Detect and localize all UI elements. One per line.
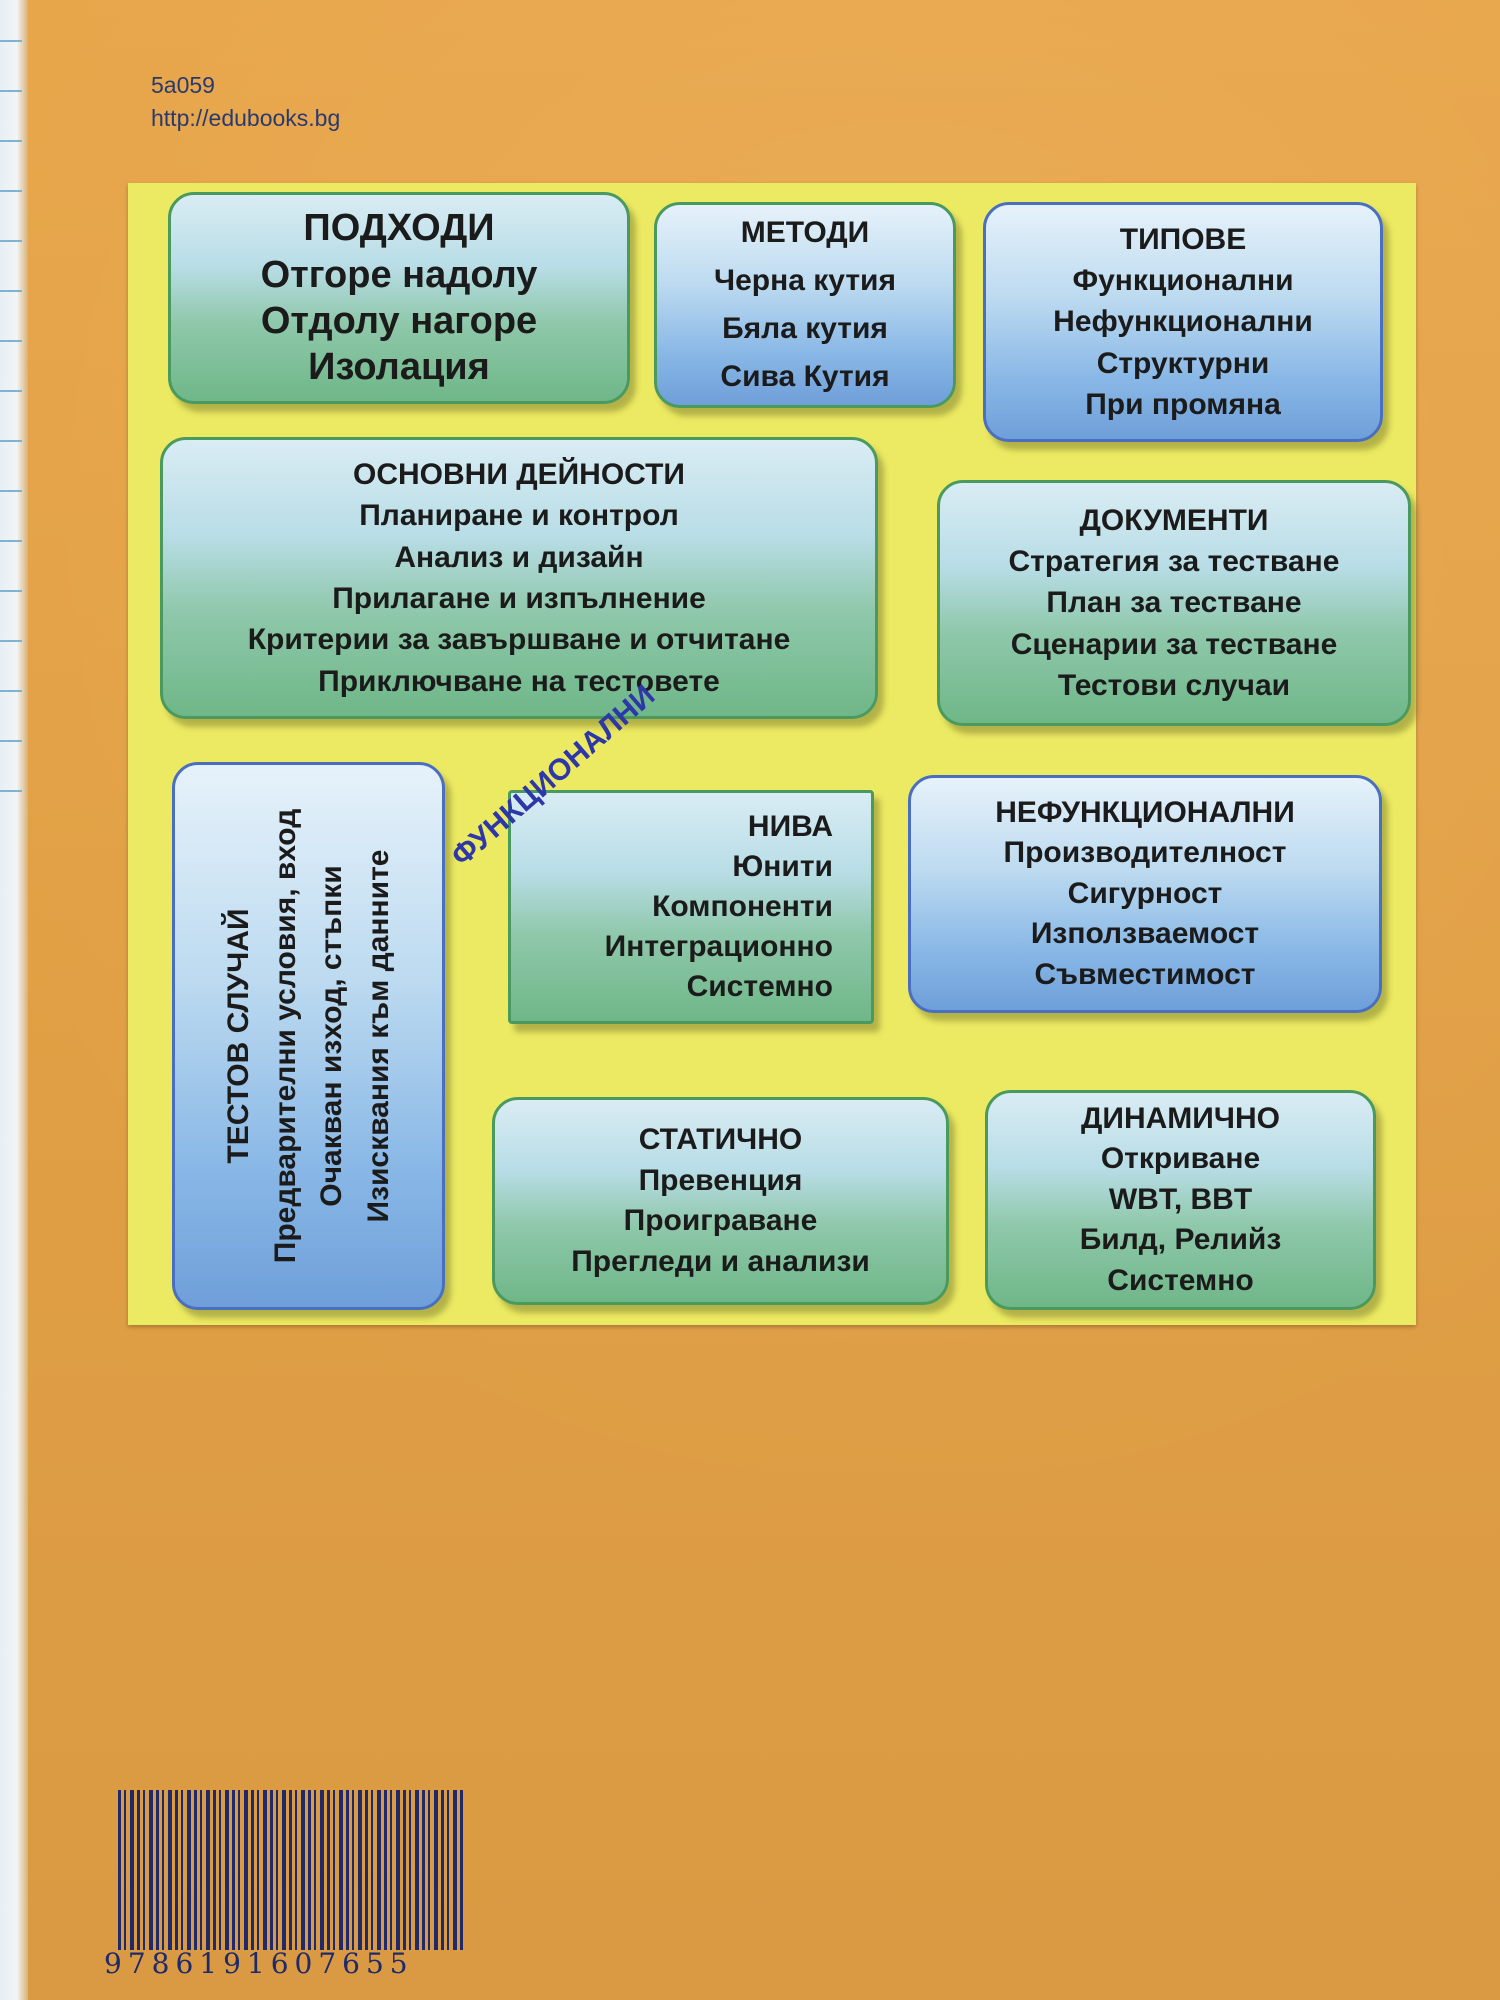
documents-item: Стратегия за тестване bbox=[1008, 544, 1340, 578]
activities-item: Планиране и контрол bbox=[359, 499, 679, 533]
dynamic-title: ДИНАМИЧНО bbox=[1081, 1101, 1280, 1135]
types-item: Структурни bbox=[1096, 346, 1270, 380]
dynamic-box: ДИНАМИЧНО Откриване WBT, BBT Билд, Релий… bbox=[985, 1090, 1376, 1310]
static-box: СТАТИЧНО Превенция Проиграване Прегледи … bbox=[492, 1097, 949, 1305]
static-title: СТАТИЧНО bbox=[638, 1123, 803, 1156]
types-item: Нефункционални bbox=[1053, 305, 1313, 339]
testcase-item: Изисквания към данните bbox=[361, 849, 394, 1223]
activities-title: ОСНОВНИ ДЕЙНОСТИ bbox=[353, 457, 685, 491]
publisher-url: http://edubooks.bg bbox=[151, 105, 341, 131]
approaches-item: Отдолу нагоре bbox=[260, 300, 538, 342]
nonfunctional-item: Съвместимост bbox=[1034, 957, 1256, 991]
levels-item: Юнити bbox=[732, 850, 833, 884]
catalog-code: 5a059 bbox=[151, 72, 215, 98]
types-item: При промяна bbox=[1085, 388, 1281, 422]
activities-item: Критерии за завършване и отчитане bbox=[247, 623, 791, 657]
dynamic-item: Билд, Релийз bbox=[1079, 1223, 1282, 1257]
nonfunctional-item: Производителност bbox=[1003, 836, 1287, 870]
documents-item: Тестови случаи bbox=[1057, 669, 1291, 703]
levels-item: Системно bbox=[686, 969, 833, 1003]
levels-title: НИВА bbox=[747, 810, 833, 844]
types-box: ТИПОВЕ Функционални Нефункционални Струк… bbox=[983, 202, 1383, 442]
levels-item: Компоненти bbox=[652, 890, 833, 924]
documents-box: ДОКУМЕНТИ Стратегия за тестване План за … bbox=[937, 480, 1411, 726]
nonfunctional-item: Сигурност bbox=[1067, 876, 1223, 910]
levels-box: НИВА Юнити Компоненти Интеграционно Сист… bbox=[508, 790, 874, 1024]
test-case-box: ТЕСТОВ СЛУЧАЙ Предварителни условия, вхо… bbox=[172, 762, 445, 1310]
documents-title: ДОКУМЕНТИ bbox=[1079, 503, 1269, 537]
activities-item: Прилагане и изпълнение bbox=[332, 582, 706, 615]
documents-item: План за тестване bbox=[1046, 586, 1302, 620]
nonfunctional-item: Използваемост bbox=[1030, 917, 1260, 951]
activities-item: Анализ и дизайн bbox=[394, 540, 644, 574]
methods-box: МЕТОДИ Черна кутия Бяла кутия Сива Кутия bbox=[654, 202, 956, 408]
static-item: Проиграване bbox=[623, 1204, 818, 1237]
book-spine-edge bbox=[0, 0, 28, 2000]
dynamic-item: Системно bbox=[1107, 1263, 1254, 1297]
non-functional-box: НЕФУНКЦИОНАЛНИ Производителност Сигурнос… bbox=[908, 775, 1382, 1013]
methods-item: Сива Кутия bbox=[720, 360, 890, 393]
types-item: Функционални bbox=[1072, 263, 1294, 297]
nonfunctional-title: НЕФУНКЦИОНАЛНИ bbox=[995, 795, 1295, 829]
isbn-number: 9786191607655 bbox=[104, 1947, 414, 1980]
methods-title: МЕТОДИ bbox=[740, 216, 870, 249]
activities-item: Приключване на тестовете bbox=[318, 664, 720, 698]
methods-item: Черна кутия bbox=[714, 264, 896, 297]
dynamic-item: Откриване bbox=[1100, 1142, 1261, 1176]
approaches-item: Изолация bbox=[308, 346, 490, 389]
main-activities-box: ОСНОВНИ ДЕЙНОСТИ Планиране и контрол Ана… bbox=[160, 437, 878, 719]
approaches-item: Отгоре надолу bbox=[260, 253, 538, 296]
types-title: ТИПОВЕ bbox=[1119, 222, 1247, 256]
isbn-barcode bbox=[118, 1790, 463, 1950]
methods-item: Бяла кутия bbox=[722, 312, 888, 345]
testcase-item: Очакван изход, стъпки bbox=[314, 865, 348, 1207]
dynamic-item: WBT, BBT bbox=[1108, 1182, 1253, 1216]
static-item: Превенция bbox=[638, 1163, 803, 1197]
testcase-title: ТЕСТОВ СЛУЧАЙ bbox=[221, 908, 255, 1164]
approaches-box: ПОДХОДИ Отгоре надолу Отдолу нагоре Изол… bbox=[168, 192, 630, 404]
approaches-title: ПОДХОДИ bbox=[303, 207, 495, 250]
static-item: Прегледи и анализи bbox=[571, 1244, 870, 1278]
documents-item: Сценарии за тестване bbox=[1010, 627, 1338, 661]
levels-item: Интеграционно bbox=[604, 929, 833, 963]
testcase-item: Предварителни условия, вход bbox=[268, 808, 301, 1264]
